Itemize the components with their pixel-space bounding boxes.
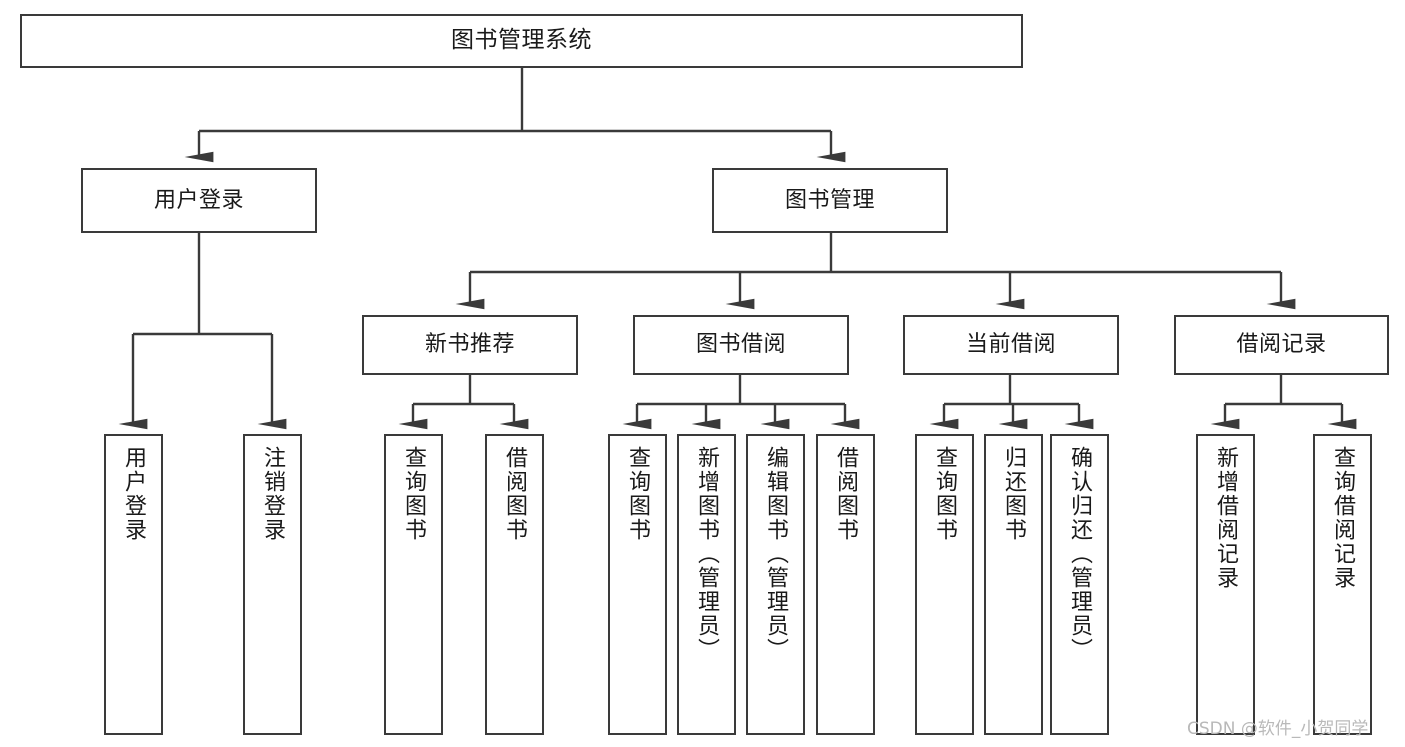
node-book-borrow-label: 图书借阅 xyxy=(695,332,786,358)
node-leaf-user-logout-label: 注销登录 xyxy=(260,446,286,542)
node-user-login-label: 用户登录 xyxy=(153,187,244,213)
node-leaf-add-record[interactable]: 新增借阅记录 xyxy=(1196,434,1255,735)
node-leaf-borrow-book-2[interactable]: 借阅图书 xyxy=(816,434,875,735)
node-leaf-query-book-2[interactable]: 查询图书 xyxy=(608,434,667,735)
node-new-book-recommend[interactable]: 新书推荐 xyxy=(362,315,578,375)
node-leaf-borrow-book-2-label: 借阅图书 xyxy=(833,446,859,542)
node-leaf-borrow-book-1[interactable]: 借阅图书 xyxy=(485,434,544,735)
node-root[interactable]: 图书管理系统 xyxy=(20,14,1023,68)
node-leaf-query-book-3-label: 查询图书 xyxy=(932,446,958,542)
node-leaf-return-book[interactable]: 归还图书 xyxy=(984,434,1043,735)
node-leaf-user-login[interactable]: 用户登录 xyxy=(104,434,163,735)
node-leaf-confirm-return-label: 确认归还（管理员） xyxy=(1067,446,1093,662)
node-leaf-borrow-book-1-label: 借阅图书 xyxy=(502,446,528,542)
node-leaf-user-logout[interactable]: 注销登录 xyxy=(243,434,302,735)
node-leaf-query-book-1[interactable]: 查询图书 xyxy=(384,434,443,735)
node-leaf-confirm-return[interactable]: 确认归还（管理员） xyxy=(1050,434,1109,735)
node-book-manage[interactable]: 图书管理 xyxy=(712,168,948,233)
node-leaf-query-book-1-label: 查询图书 xyxy=(401,446,427,542)
node-leaf-return-book-label: 归还图书 xyxy=(1001,446,1027,542)
node-leaf-add-record-label: 新增借阅记录 xyxy=(1213,446,1239,590)
csdn-watermark: CSDN @软件_小贺同学 xyxy=(1187,719,1369,739)
node-new-book-recommend-label: 新书推荐 xyxy=(424,332,515,358)
node-root-label: 图书管理系统 xyxy=(451,27,592,54)
node-book-manage-label: 图书管理 xyxy=(784,187,875,213)
node-leaf-query-record-label: 查询借阅记录 xyxy=(1330,446,1356,590)
node-current-borrow-label: 当前借阅 xyxy=(965,332,1056,358)
node-leaf-edit-book-label: 编辑图书（管理员） xyxy=(763,446,789,662)
node-borrow-record[interactable]: 借阅记录 xyxy=(1174,315,1389,375)
node-leaf-user-login-label: 用户登录 xyxy=(121,446,147,542)
node-leaf-edit-book[interactable]: 编辑图书（管理员） xyxy=(746,434,805,735)
node-current-borrow[interactable]: 当前借阅 xyxy=(903,315,1119,375)
node-borrow-record-label: 借阅记录 xyxy=(1236,332,1327,358)
node-leaf-query-book-2-label: 查询图书 xyxy=(625,446,651,542)
node-book-borrow[interactable]: 图书借阅 xyxy=(633,315,849,375)
node-user-login[interactable]: 用户登录 xyxy=(81,168,317,233)
node-leaf-query-book-3[interactable]: 查询图书 xyxy=(915,434,974,735)
node-leaf-query-record[interactable]: 查询借阅记录 xyxy=(1313,434,1372,735)
node-leaf-add-book[interactable]: 新增图书（管理员） xyxy=(677,434,736,735)
node-leaf-add-book-label: 新增图书（管理员） xyxy=(694,446,720,662)
